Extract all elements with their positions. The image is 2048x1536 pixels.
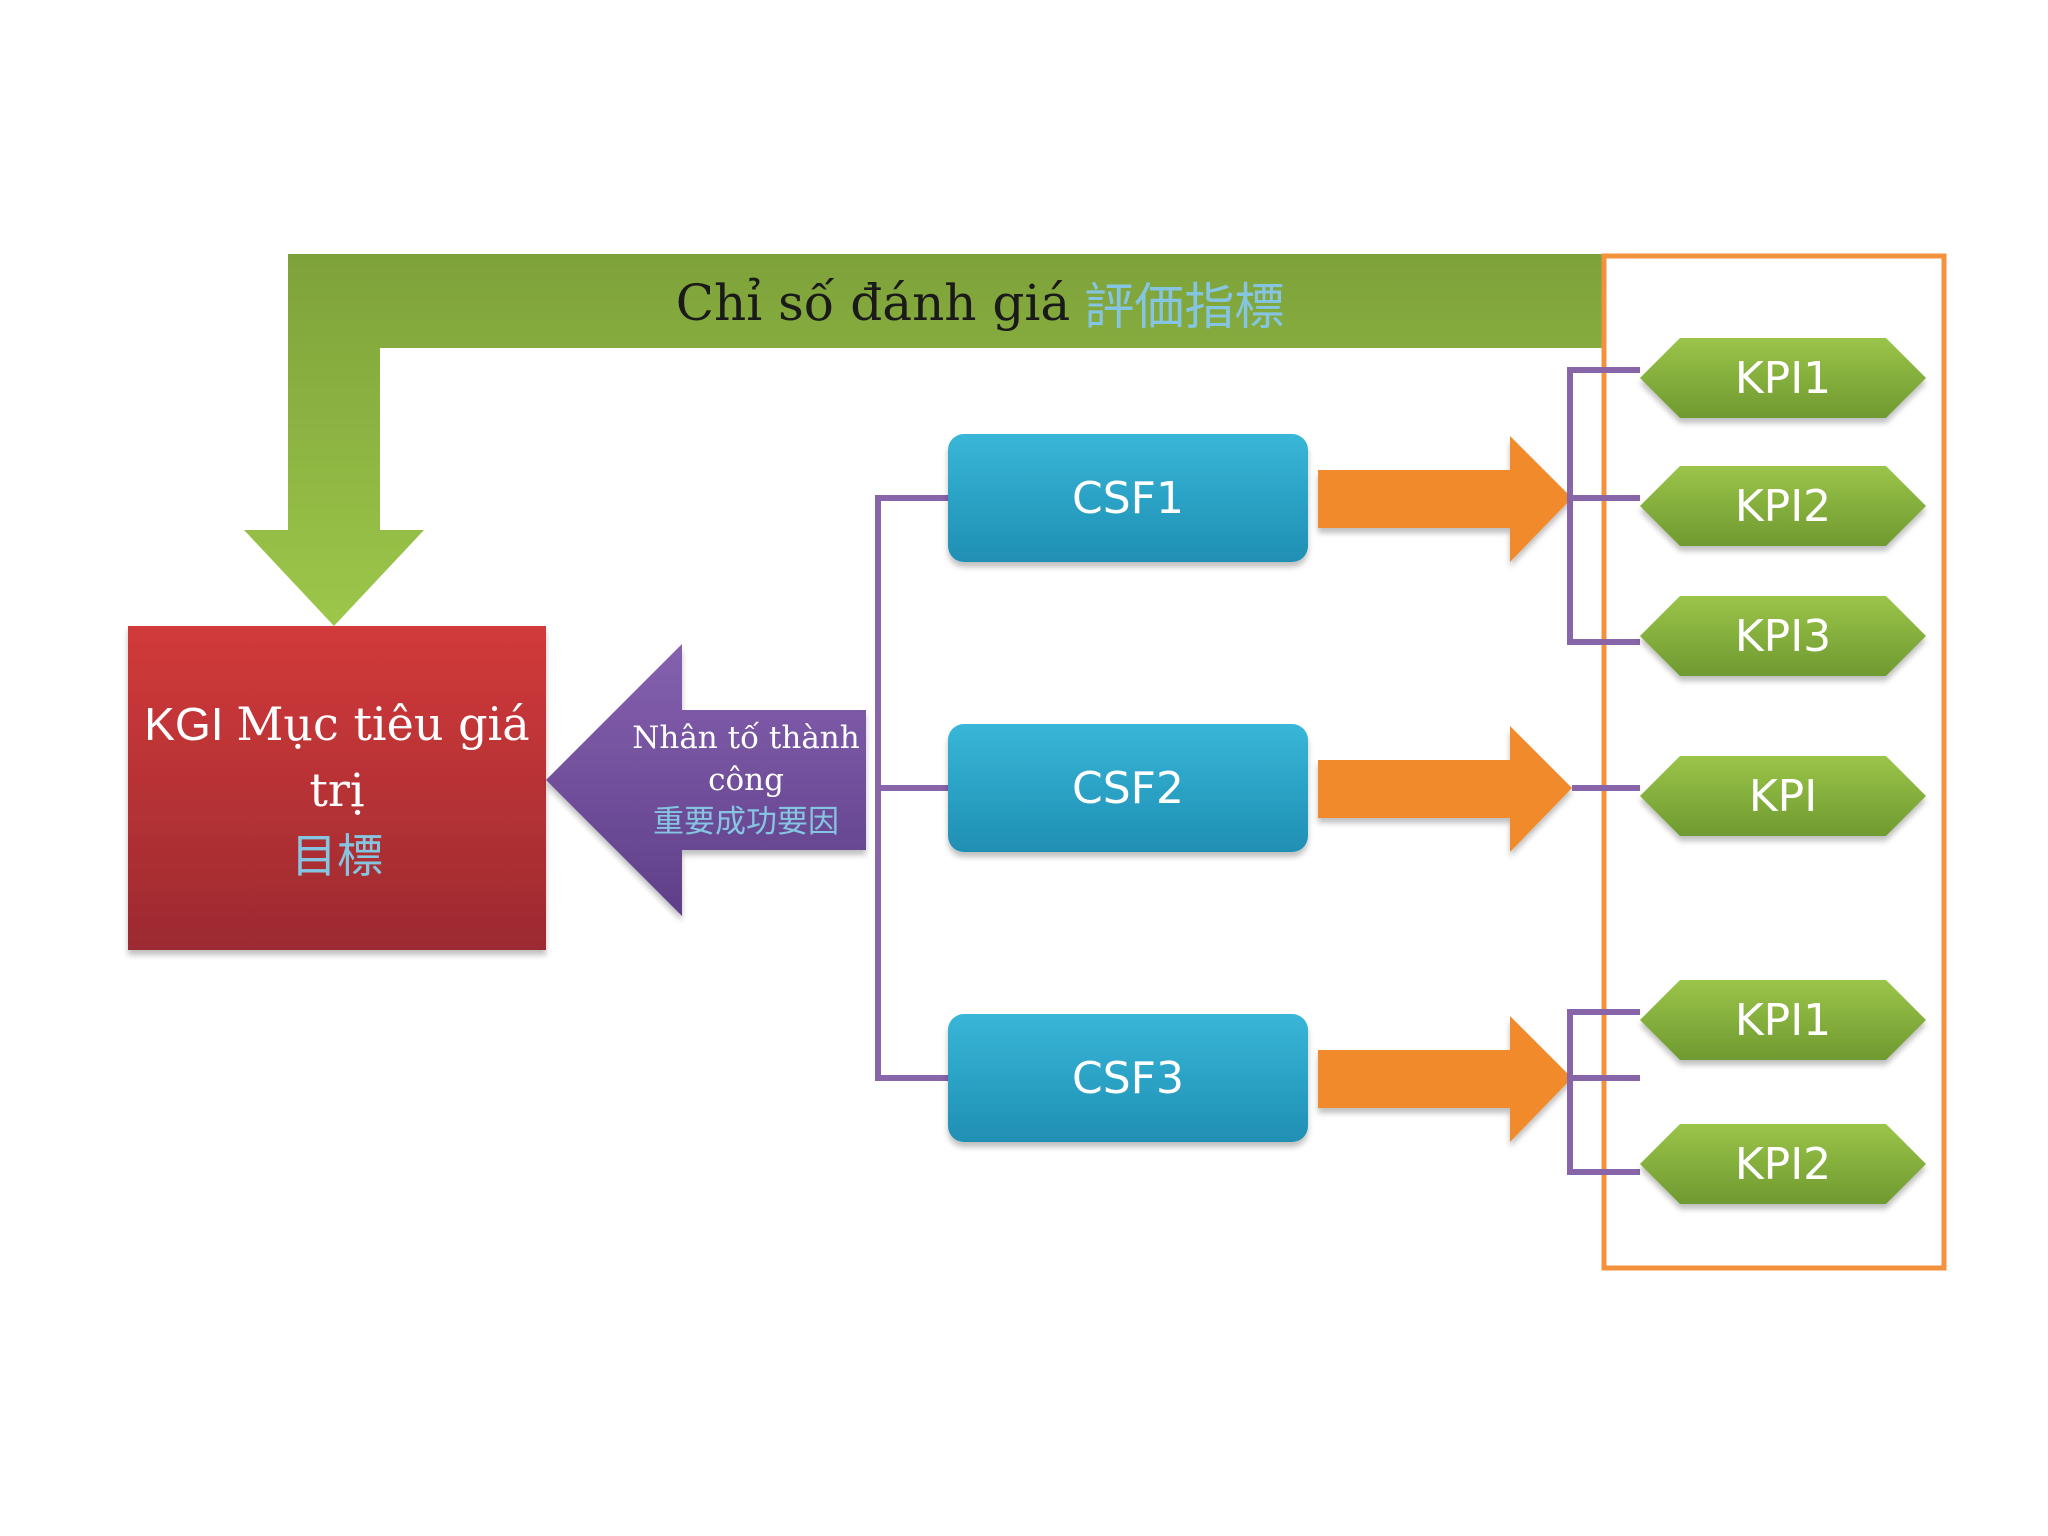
kpi-shape-6 [1640,1124,1926,1204]
csf1-label: CSF1 [1072,472,1184,524]
kpi-label-4: KPI [1748,770,1818,822]
kpi-label-2: KPI2 [1734,480,1832,532]
orange-arrow-1 [1318,436,1572,562]
csf-arrow-vi-line2: công [708,762,784,798]
kpi-shape-4 [1640,756,1926,836]
csf3-box [948,1014,1308,1142]
kgi-title-zh: 目標 [291,830,383,882]
csf-arrow-vi-line1: Nhân tố thành [632,720,860,756]
kpi-frame [1601,253,1947,1271]
orange-arrow-2 [1318,726,1572,852]
csf-arrow-zh: 重要成功要因 [653,804,839,839]
orange-arrow-3 [1318,1016,1572,1142]
csf-arrow-label: Nhân tố thành công 重要成功要因 [628,712,864,848]
csf-arrow [546,644,866,916]
kgi-box [128,626,546,950]
kpi-bracket-1 [1567,367,1640,645]
kpi-label-3: KPI3 [1734,610,1832,662]
csf1-box [948,434,1308,562]
kpi-label-6: KPI2 [1734,1138,1832,1190]
kgi-prefix: KGI [144,698,224,750]
kpi-shape-2 [1640,466,1926,546]
kgi-line1: KGI Mục tiêu giá [144,691,529,757]
banner-title-vi: Chỉ số đánh giá [675,274,1071,332]
csf3-label: CSF3 [1072,1052,1184,1104]
feedback-arrow [244,254,1604,626]
kpi-label-1: KPI1 [1734,352,1832,404]
csf2-label: CSF2 [1072,762,1184,814]
kpi-shape-1 [1640,338,1926,418]
banner-title: Chỉ số đánh giá 評価指標 [600,268,1360,338]
kpi-shape-3 [1640,596,1926,676]
kpi-label-5: KPI1 [1734,994,1832,1046]
csf2-box [948,724,1308,852]
kgi-title-vi-line1: Mục tiêu giá [236,697,530,751]
csf-bracket [875,495,948,1081]
kgi-label: KGI Mục tiêu giá trị 目標 [138,690,536,890]
kpi-shape-5 [1640,980,1926,1060]
banner-title-zh: 評価指標 [1084,279,1285,335]
kgi-title-vi-line2: trị [309,763,365,817]
kpi-bracket-3 [1567,1009,1640,1175]
